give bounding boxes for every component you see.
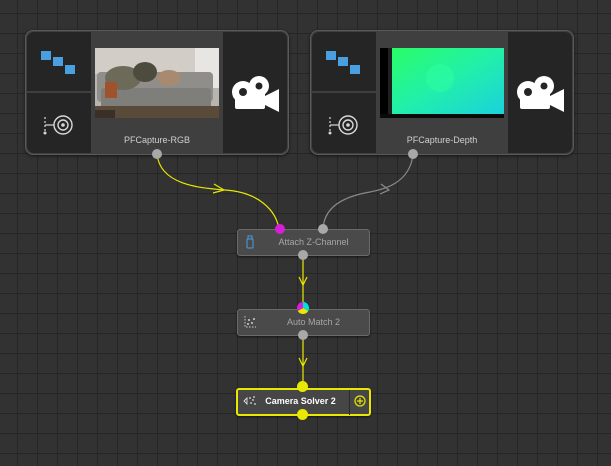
tracks-panel[interactable] — [312, 32, 376, 91]
depth-map-image — [380, 48, 504, 118]
output-port-attach[interactable] — [298, 250, 308, 260]
wire-depth-arrow — [379, 183, 391, 195]
output-port-depth[interactable] — [408, 149, 418, 159]
wire-rgb-arrow — [212, 183, 226, 194]
node-label: Camera Solver 2 — [265, 396, 336, 406]
tracks-panel[interactable] — [27, 32, 91, 91]
tracks-grid-icon — [41, 51, 75, 74]
target-panel[interactable] — [312, 93, 376, 153]
depth-thumbnail — [380, 48, 504, 118]
output-port-rgb[interactable] — [152, 149, 162, 159]
input-port-solver[interactable] — [297, 381, 308, 392]
wire-depth-to-attach[interactable] — [322, 153, 414, 230]
camera-panel[interactable] — [223, 32, 287, 153]
target-dial-icon — [328, 115, 358, 135]
input-port-attach-depth[interactable] — [318, 224, 328, 234]
clip-label-rgb: PFCapture-RGB — [123, 135, 191, 145]
input-port-attach-rgb[interactable] — [275, 224, 285, 234]
wire-automatch-arrow — [298, 357, 308, 368]
input-port-automatch[interactable] — [297, 302, 309, 314]
output-port-solver[interactable] — [297, 409, 308, 420]
plus-circle-icon[interactable] — [354, 395, 366, 407]
output-port-automatch[interactable] — [298, 330, 308, 340]
node-label: Attach Z-Channel — [278, 237, 349, 247]
clip-label-depth: PFCapture-Depth — [406, 135, 478, 145]
bottle-icon — [246, 235, 254, 249]
clip-node-rgb[interactable]: PFCapture-RGB — [25, 30, 289, 155]
sofa-photo-image — [95, 48, 219, 118]
node-label: Auto Match 2 — [286, 317, 341, 327]
camera-panel[interactable] — [508, 32, 572, 153]
target-dial-icon — [43, 115, 73, 135]
dotted-points-icon — [244, 316, 256, 328]
clip-node-depth[interactable]: PFCapture-Depth — [310, 30, 574, 155]
target-panel[interactable] — [27, 93, 91, 153]
node-separator — [349, 390, 350, 415]
movie-camera-icon — [517, 76, 564, 112]
wire-attach-arrow — [298, 276, 308, 287]
tracks-grid-icon — [326, 51, 360, 74]
movie-camera-icon — [232, 76, 279, 112]
camera-solver-icon — [243, 396, 256, 406]
rgb-thumbnail — [95, 48, 219, 118]
